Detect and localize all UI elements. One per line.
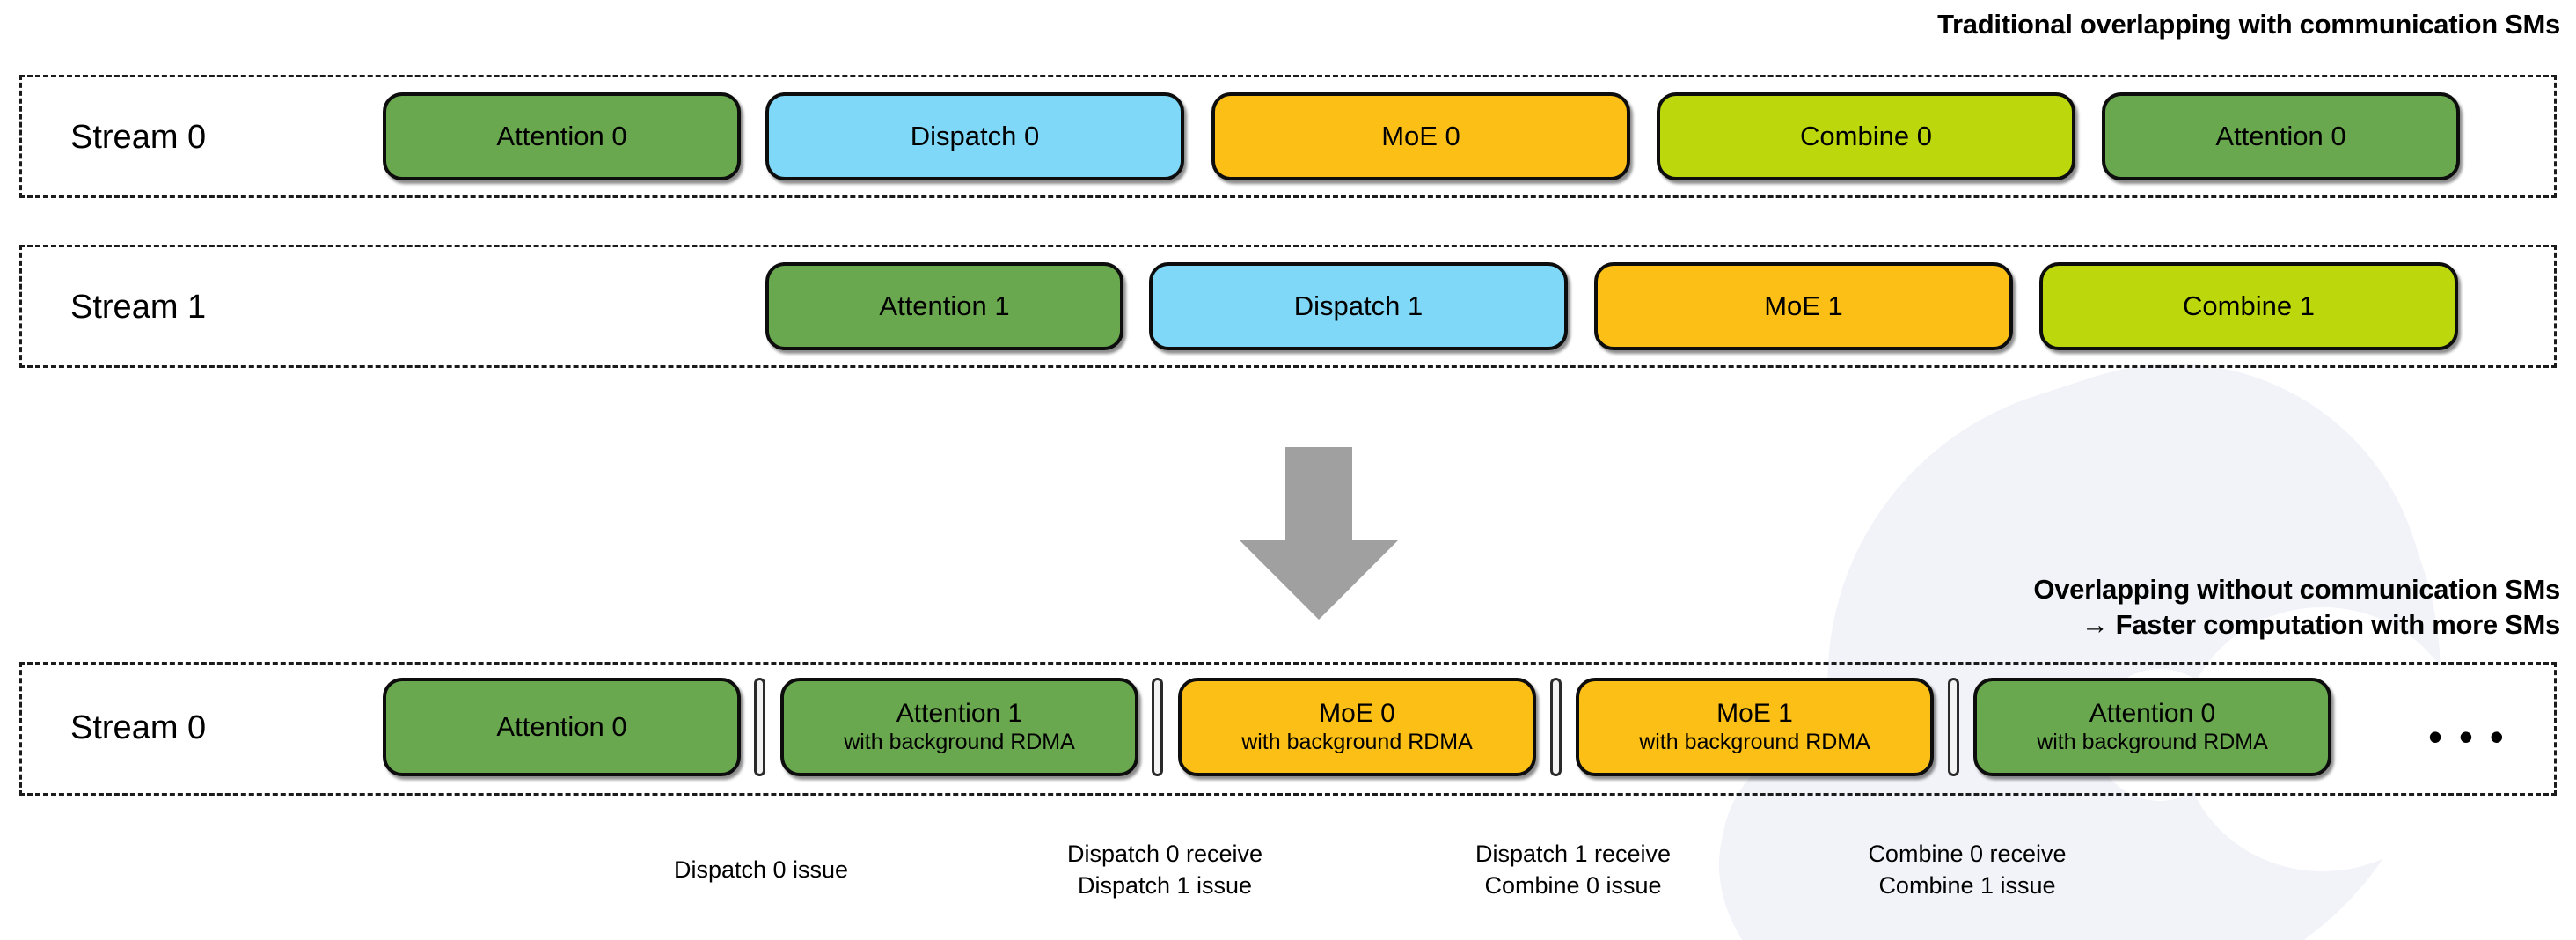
continuation-ellipsis: • • • (2428, 714, 2506, 760)
task-box-top-0-0[interactable]: Attention 0 (383, 92, 741, 180)
comm-annotation-3: Combine 0 receive Combine 1 issue (1868, 841, 2067, 899)
task-box-title: Attention 0 (496, 710, 627, 742)
comm-annotation-1: Dispatch 0 receive Dispatch 1 issue (1066, 841, 1263, 899)
task-box-top-0-1[interactable]: Dispatch 0 (765, 92, 1184, 180)
task-box-title: Dispatch 0 (910, 120, 1040, 151)
stream-lane-fused (19, 662, 2557, 796)
stream-lane-0 (19, 75, 2557, 198)
top-section-title: Traditional overlapping with communicati… (1937, 9, 2560, 40)
kernel-separator-1 (1152, 678, 1163, 776)
task-box-fused-0[interactable]: Attention 0 (383, 678, 741, 776)
kernel-separator-0 (754, 678, 765, 776)
comm-annotation-2: Dispatch 1 receive Combine 0 issue (1475, 841, 1672, 899)
task-box-top-1-0[interactable]: Attention 1 (765, 262, 1123, 350)
task-box-title: Attention 0 (496, 120, 627, 151)
transition-arrow-icon (1240, 447, 1398, 620)
task-box-top-0-2[interactable]: MoE 0 (1211, 92, 1630, 180)
task-box-top-1-3[interactable]: Combine 1 (2039, 262, 2458, 350)
stream-label-0: Stream 0 (70, 119, 207, 156)
task-box-title: MoE 1 (1716, 698, 1793, 728)
task-box-title: Attention 1 (896, 698, 1023, 728)
task-box-title: Combine 0 (1800, 120, 1932, 151)
stream-label-fused: Stream 0 (70, 709, 207, 746)
bottom-section-title: Overlapping without communication SMs → … (2033, 574, 2560, 640)
task-box-top-0-3[interactable]: Combine 0 (1657, 92, 2075, 180)
stream-label-1: Stream 1 (70, 289, 207, 326)
kernel-separator-2 (1550, 678, 1562, 776)
task-box-subtitle: with background RDMA (844, 730, 1075, 755)
task-box-title: Attention 1 (879, 290, 1010, 321)
task-box-subtitle: with background RDMA (1241, 730, 1473, 755)
task-box-title: Combine 1 (2183, 290, 2315, 321)
task-box-title: MoE 1 (1764, 290, 1843, 321)
task-box-title: Attention 0 (2215, 120, 2346, 151)
task-box-title: Dispatch 1 (1293, 290, 1423, 321)
task-box-title: MoE 0 (1319, 698, 1395, 728)
kernel-separator-3 (1948, 678, 1959, 776)
task-box-top-1-2[interactable]: MoE 1 (1594, 262, 2013, 350)
task-box-subtitle: with background RDMA (1639, 730, 1870, 755)
task-box-title: Attention 0 (2089, 698, 2216, 728)
task-box-top-0-4[interactable]: Attention 0 (2102, 92, 2460, 180)
comm-annotation-0: Dispatch 0 issue (673, 856, 849, 883)
task-box-title: MoE 0 (1381, 120, 1460, 151)
stream-lane-1 (19, 245, 2557, 368)
task-box-top-1-1[interactable]: Dispatch 1 (1149, 262, 1568, 350)
task-box-subtitle: with background RDMA (2037, 730, 2268, 755)
